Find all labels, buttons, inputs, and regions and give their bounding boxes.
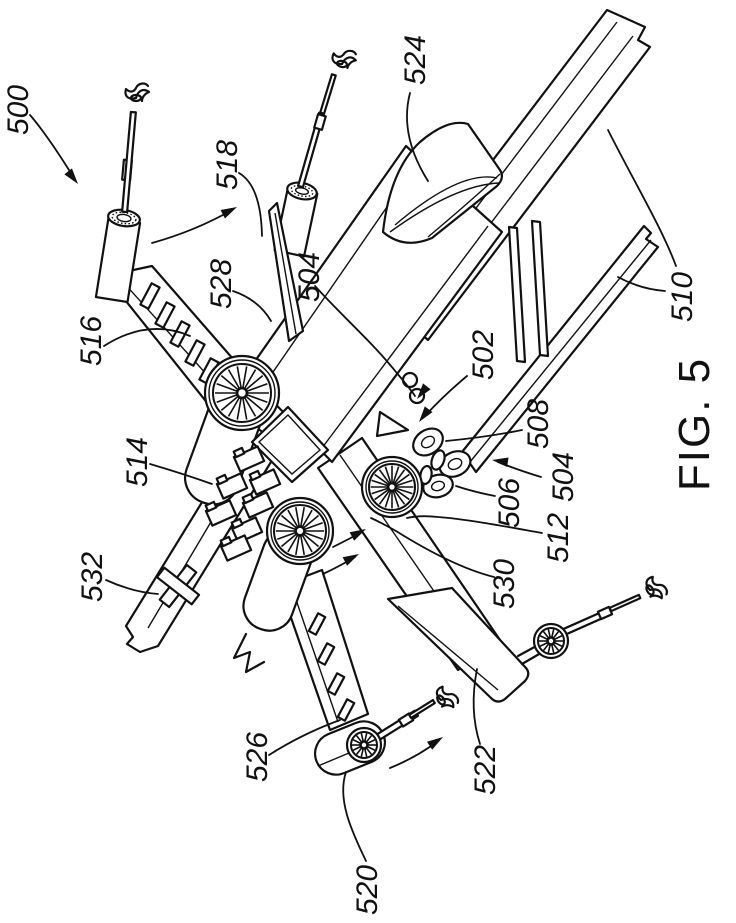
leader-line [607,129,677,267]
ref-label-530: 530 [370,517,521,609]
rotor-tip-claw [331,49,358,70]
leader-line [342,771,367,862]
leader-line [268,719,341,756]
ref-label-500: 500 [2,85,78,184]
ref-label-520: 520 [342,771,384,915]
ducted-fan-4 [345,726,383,764]
ref-number: 500 [2,85,35,135]
ducted-fan-3 [360,455,424,519]
ref-number: 504 [293,252,326,302]
ref-label-508: 508 [445,399,555,449]
ref-label-532: 532 [76,552,159,602]
ref-label-506: 506 [455,478,526,528]
leader-line [29,114,75,179]
figure-caption: FIG. 5 [670,357,719,491]
ref-number: 526 [241,732,274,782]
leader-line [103,328,191,347]
leader-line [445,429,523,442]
ref-label-504: 504 [293,252,431,399]
leader-line [472,668,481,745]
ref-number: 512 [542,513,575,563]
rotation-arrow-3 [322,554,359,575]
ref-label-516: 516 [75,316,191,366]
mast-top-left [94,82,151,304]
rotation-arrow-2 [332,529,366,548]
ducted-fans [203,354,570,764]
ref-number: 504 [547,452,580,502]
ref-label-518: 518 [211,140,263,237]
mast-bottom-left [372,685,460,743]
ref-number: 520 [351,865,384,915]
motion-arrows [151,207,443,769]
ref-label-524: 524 [399,35,432,182]
canopy [381,121,504,244]
folded-blade [267,201,305,343]
ref-number: 518 [211,140,244,190]
engine-cluster [375,371,472,499]
rotor-tip-claw [435,685,460,709]
support-struts [507,219,550,364]
ref-number: 508 [522,399,555,449]
ref-label-504: 504 [492,452,580,502]
upper-wing-vents [139,282,220,385]
leader-line [406,92,429,182]
ducted-fan-2 [265,496,335,566]
mast-bottom-right [516,575,668,666]
ref-number: 516 [75,316,108,366]
ducted-fan-1 [203,354,281,432]
leader-line [314,285,416,397]
ref-label-502: 502 [419,330,500,422]
tail-fin [386,586,530,703]
ref-label-514: 514 [121,437,213,487]
ref-number: 502 [467,330,500,380]
ducted-fan-5 [532,622,570,660]
munition-boxes [204,445,282,562]
leader-line [105,579,159,595]
rotation-arrow-1 [151,207,237,244]
ref-number: 528 [205,259,238,309]
leader-line [617,276,666,292]
ref-number: 510 [666,272,699,322]
leader-line [406,515,543,534]
ref-number: 532 [76,552,109,602]
ref-label-510: 510 [607,129,699,322]
ref-number: 530 [488,559,521,609]
leader-line [238,172,263,237]
lower-wing [278,568,370,732]
ref-label-526: 526 [241,719,341,782]
lower-wing-vents [307,612,356,722]
rotor-tip-claw [645,575,668,600]
payload-bay-hatch [250,405,330,484]
ref-number: 522 [469,745,502,795]
rotor-tip-claw [124,82,151,103]
mast-top-center [273,49,358,258]
ref-number: 514 [121,437,154,487]
ref-label-528: 528 [205,259,272,322]
ref-number: 524 [399,35,432,85]
leader-line [455,485,496,497]
ref-label-512: 512 [406,513,575,563]
ref-number: 506 [493,478,526,528]
ref-label-522: 522 [469,668,502,795]
rotation-arrow-4 [389,737,443,769]
leader-line [149,463,213,485]
leader-line [370,517,495,578]
leader-line [232,290,272,322]
